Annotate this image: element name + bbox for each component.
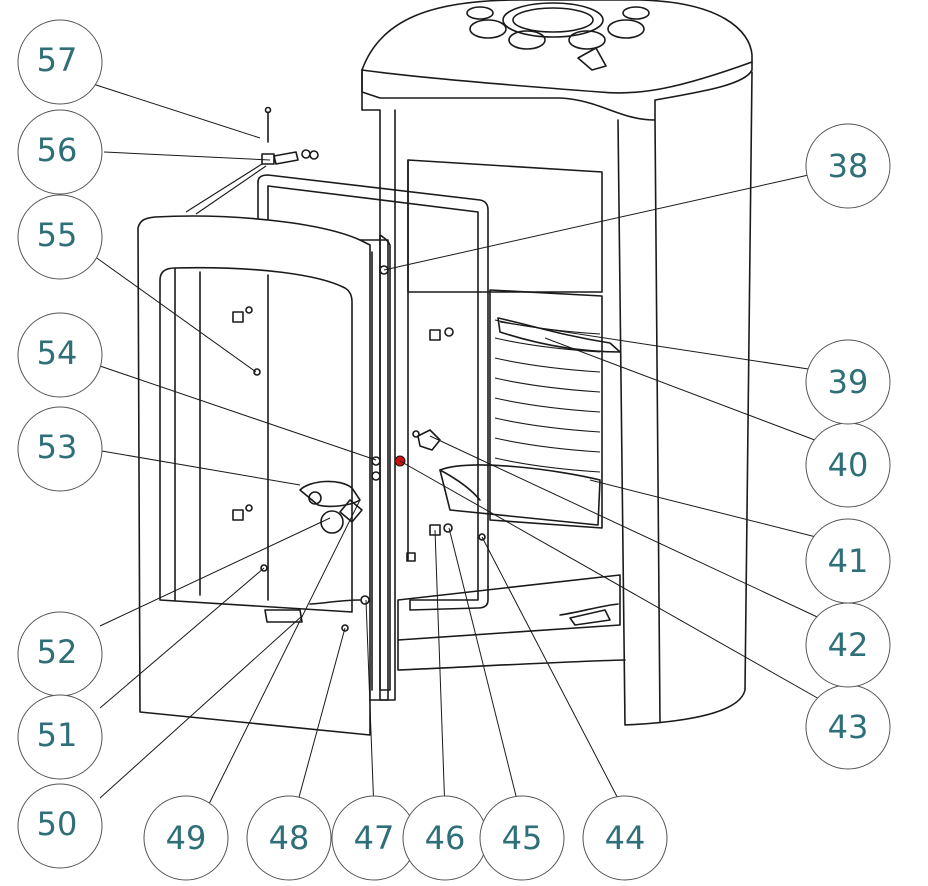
callout-label-45: 45 bbox=[502, 819, 543, 857]
callout-40: 40 bbox=[805, 422, 891, 508]
leader-lines bbox=[92, 83, 829, 813]
misc-parts bbox=[253, 265, 486, 562]
callout-49: 49 bbox=[143, 795, 229, 881]
callout-55: 55 bbox=[17, 194, 103, 280]
callout-label-42: 42 bbox=[828, 626, 869, 664]
callout-label-51: 51 bbox=[37, 716, 78, 754]
callout-label-53: 53 bbox=[37, 428, 78, 466]
callout-47: 47 bbox=[331, 795, 417, 881]
callout-39: 39 bbox=[805, 339, 891, 425]
callout-41: 41 bbox=[805, 518, 891, 604]
callout-42: 42 bbox=[805, 602, 891, 688]
callout-label-47: 47 bbox=[354, 819, 395, 857]
callout-label-38: 38 bbox=[828, 147, 869, 185]
callout-46: 46 bbox=[402, 795, 488, 881]
callout-label-50: 50 bbox=[37, 805, 78, 843]
callout-label-41: 41 bbox=[828, 542, 869, 580]
callout-label-57: 57 bbox=[37, 41, 78, 79]
callout-44: 44 bbox=[582, 795, 668, 881]
front-door bbox=[137, 215, 454, 736]
callout-51: 51 bbox=[17, 694, 103, 780]
callout-48: 48 bbox=[246, 795, 332, 881]
callout-45: 45 bbox=[479, 795, 565, 881]
callout-56: 56 bbox=[17, 109, 103, 195]
callout-54: 54 bbox=[17, 312, 103, 398]
callout-53: 53 bbox=[17, 406, 103, 492]
callout-52: 52 bbox=[17, 611, 103, 697]
callout-label-39: 39 bbox=[828, 363, 869, 401]
callout-label-48: 48 bbox=[269, 819, 310, 857]
stove-body bbox=[361, 0, 753, 726]
callout-43: 43 bbox=[805, 684, 891, 770]
hinge-parts bbox=[185, 106, 319, 215]
callout-label-46: 46 bbox=[425, 819, 466, 857]
callout-label-56: 56 bbox=[37, 131, 78, 169]
callout-50: 50 bbox=[17, 783, 103, 869]
callout-label-43: 43 bbox=[828, 708, 869, 746]
callout-label-52: 52 bbox=[37, 633, 78, 671]
callout-57: 57 bbox=[17, 19, 103, 105]
callout-label-55: 55 bbox=[37, 216, 78, 254]
callout-label-54: 54 bbox=[37, 334, 78, 372]
callout-38: 38 bbox=[805, 123, 891, 209]
callout-label-40: 40 bbox=[828, 446, 869, 484]
callout-label-49: 49 bbox=[166, 819, 207, 857]
callout-label-44: 44 bbox=[605, 819, 646, 857]
